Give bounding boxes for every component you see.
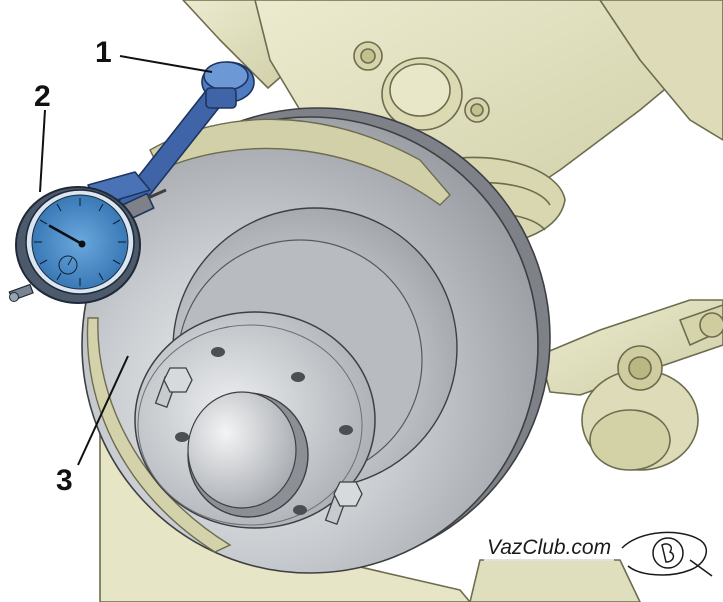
leader-line-2: [39, 109, 46, 193]
brake-disc: [81, 107, 551, 574]
leader-line-3: [77, 355, 129, 466]
callout-number-3: 3: [56, 464, 73, 497]
leader-line-1: [119, 55, 213, 73]
clamp-knob: [201, 61, 255, 109]
dial-indicator: [8, 186, 141, 304]
callout-number-1: 1: [95, 36, 112, 69]
callout-number-2: 2: [34, 80, 51, 113]
watermark-text: VazClub.com: [484, 535, 615, 561]
leader-lines: [39, 55, 213, 466]
wheel-studs: [154, 367, 363, 526]
vazclub-logo-icon: [621, 531, 713, 577]
